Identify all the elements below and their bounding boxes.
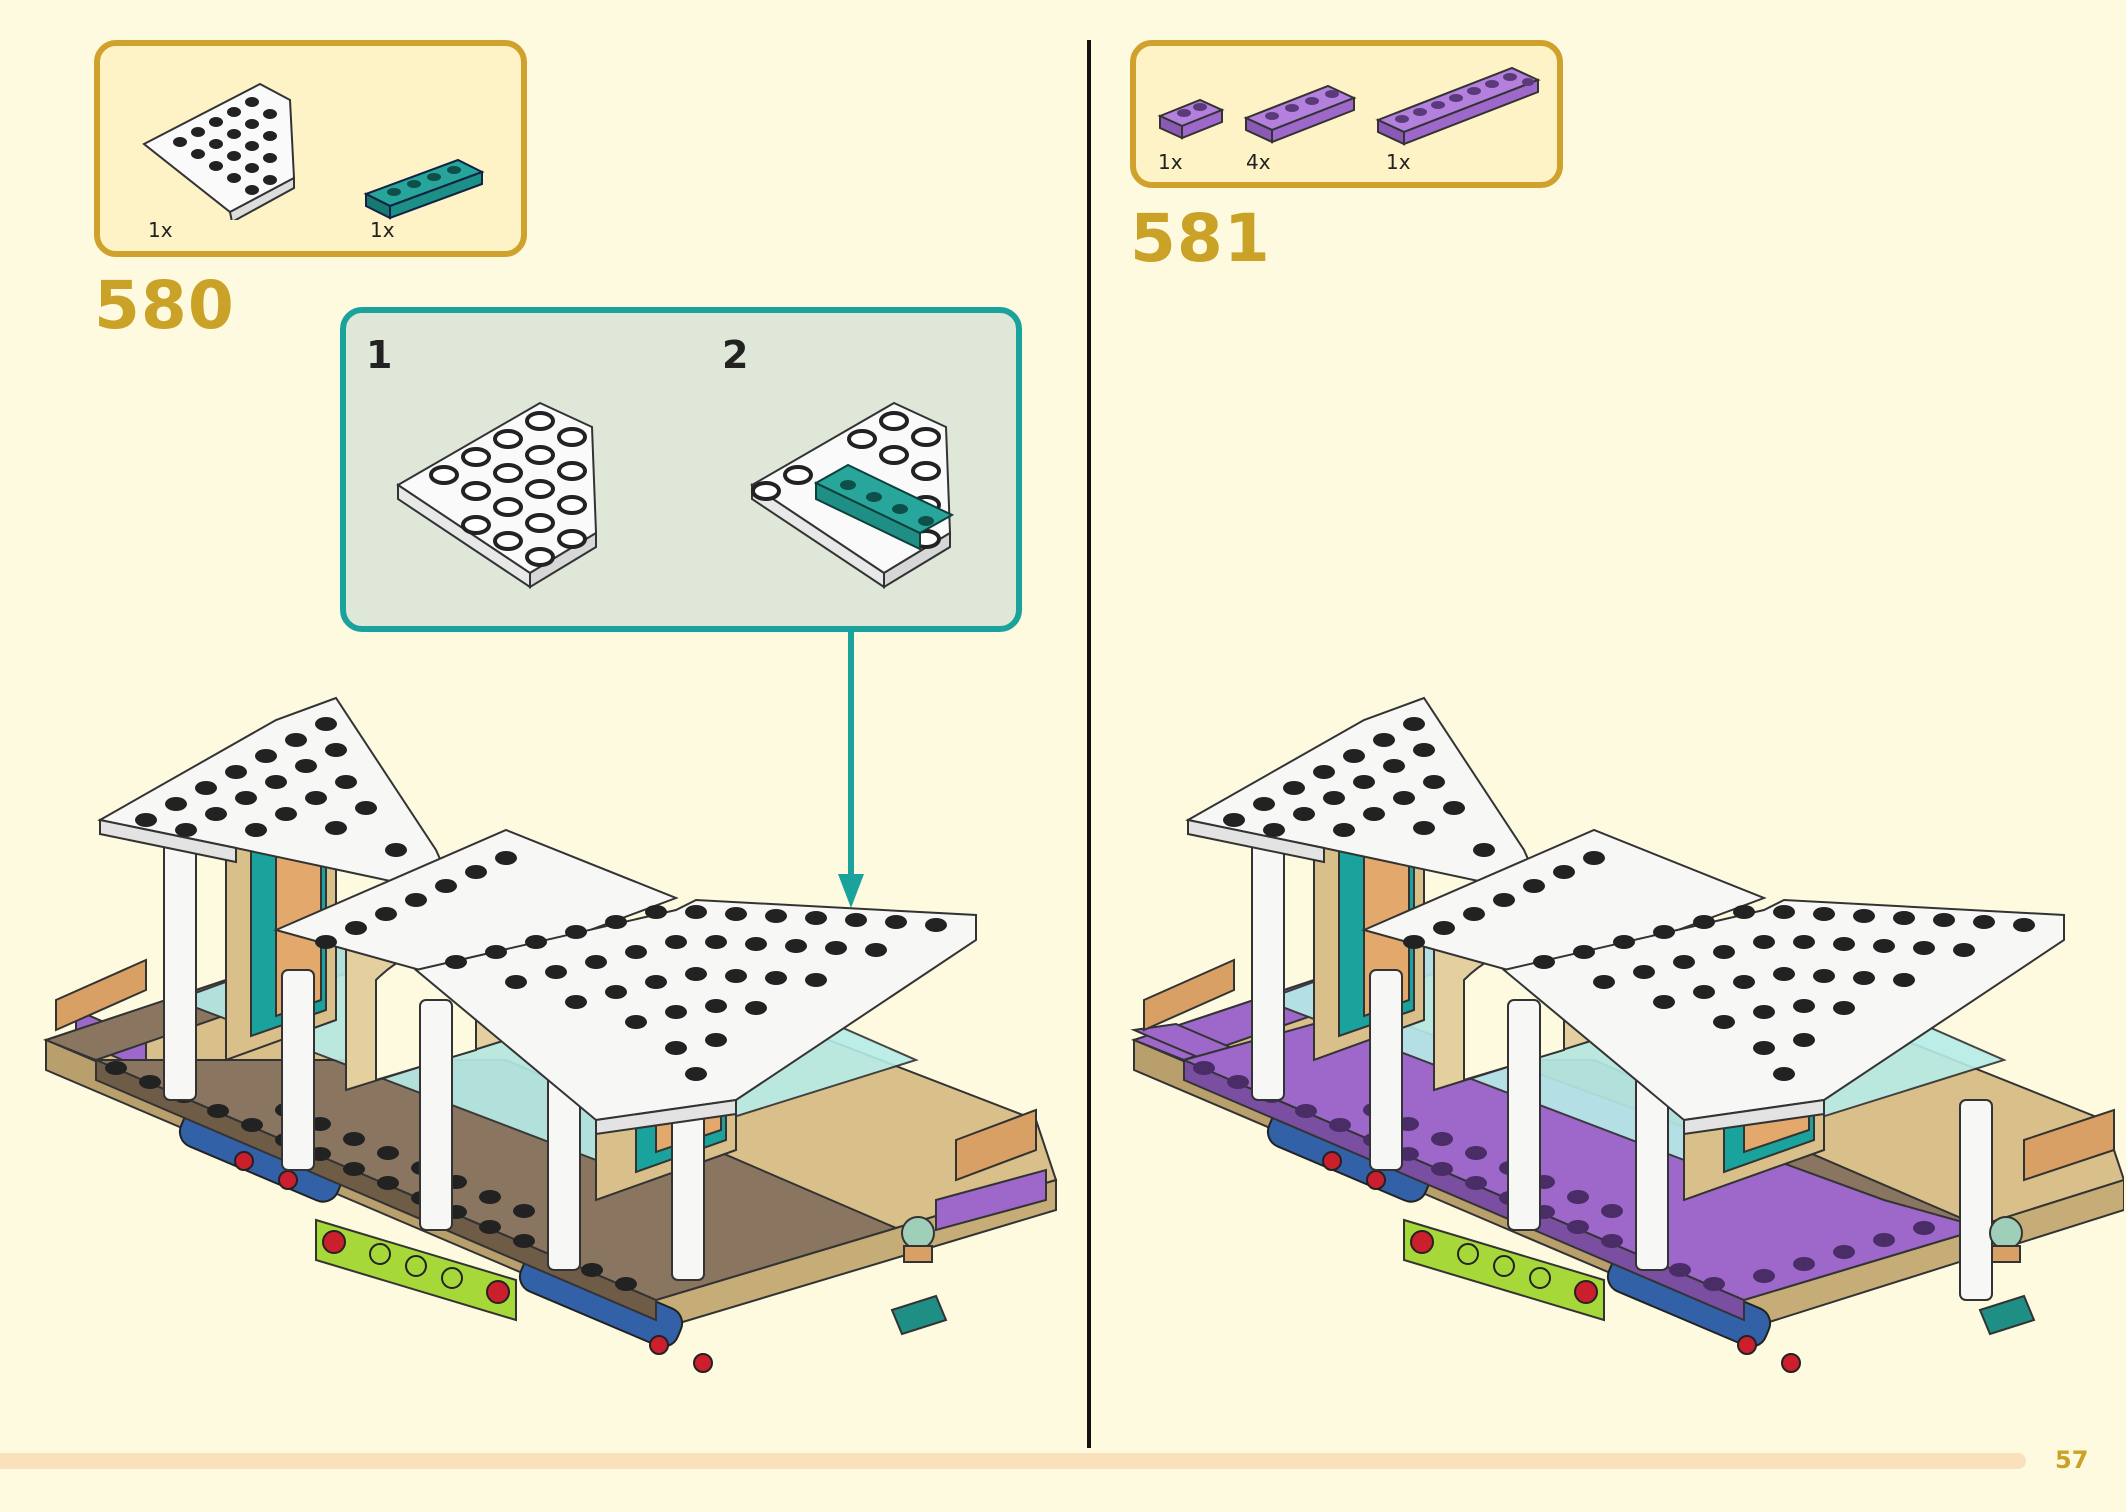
part-qty: 1x	[1386, 150, 1411, 174]
page-number: 57	[2055, 1446, 2089, 1474]
parts-list-580: 1x 1x	[94, 40, 527, 257]
page-progress-bar	[0, 1453, 2026, 1469]
step-number-580: 580	[94, 267, 235, 344]
wedge-plate-substep-2	[750, 401, 955, 589]
teal-plate-icon	[363, 158, 485, 220]
part-qty: 1x	[1158, 150, 1183, 174]
sub-step-number: 1	[366, 333, 393, 377]
page-divider	[1087, 40, 1091, 1448]
part-qty: 4x	[1246, 150, 1271, 174]
parts-list-581: 1x 4x 1x	[1130, 40, 1563, 188]
lavender-plate-1x4-icon	[1243, 84, 1357, 144]
placement-arrow	[838, 628, 864, 908]
sub-step-number: 2	[722, 333, 749, 377]
white-wedge-plate-icon	[142, 82, 296, 220]
model-step-581	[1130, 696, 2124, 1373]
part-qty: 1x	[370, 218, 395, 242]
lavender-plate-1x2-icon	[1157, 98, 1225, 140]
step-number-581: 581	[1130, 200, 1271, 277]
sub-assembly-callout: 1 2	[340, 307, 1022, 632]
model-step-580	[43, 696, 1058, 1373]
wedge-plate-substep-1	[396, 401, 598, 589]
part-qty: 1x	[148, 218, 173, 242]
lavender-plate-1x8-icon	[1375, 66, 1541, 146]
